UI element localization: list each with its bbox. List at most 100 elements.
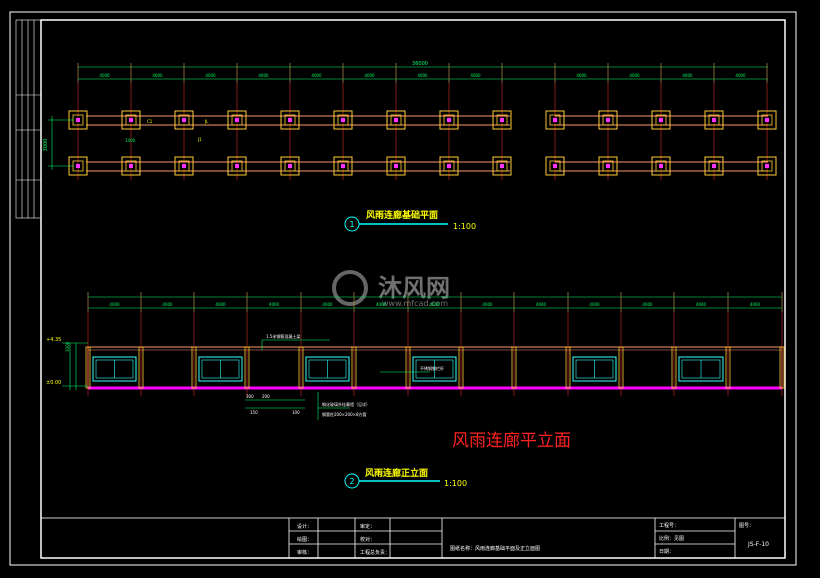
column-core [288, 164, 292, 168]
column-footing [121, 156, 141, 176]
column-base [708, 160, 720, 172]
elev-post [85, 346, 91, 389]
plan-spacing-label: 4000 [682, 73, 693, 78]
plan-spacing-label: 4000 [364, 73, 375, 78]
column-base [178, 160, 190, 172]
column-footing [545, 156, 565, 176]
column-footing [757, 110, 777, 130]
column-base [496, 114, 508, 126]
column-base [761, 160, 773, 172]
elev-dimension-chain [88, 296, 782, 309]
column-footing [174, 110, 194, 130]
column-base [602, 160, 614, 172]
elev-post [405, 346, 411, 389]
column-core [553, 118, 557, 122]
column-base [125, 160, 137, 172]
column-footing [333, 156, 353, 176]
column-core [659, 118, 663, 122]
elev-scale: 1:100 [444, 479, 467, 488]
column-core [341, 164, 345, 168]
plan-total-dim: 36000 [412, 61, 428, 67]
plan-spacing-label: 4000 [99, 73, 110, 78]
plan-spacing-label: 4000 [735, 73, 746, 78]
elev-dim-3: 200 [262, 394, 270, 399]
column-core [235, 164, 239, 168]
column-core [447, 118, 451, 122]
column-base [655, 160, 667, 172]
column-footing [174, 156, 194, 176]
column-base [655, 114, 667, 126]
column-base [761, 114, 773, 126]
tb-proofread: 校对： [360, 536, 375, 543]
column-base [178, 114, 190, 126]
glass-panel [92, 356, 137, 382]
title-block [40, 517, 786, 559]
binding-strip [15, 19, 42, 219]
elev-spacing-label: 4000 [642, 302, 653, 307]
plan-spacing-label: 4000 [258, 73, 269, 78]
column-footing [598, 110, 618, 130]
elev-post [779, 346, 785, 389]
column-base [231, 114, 243, 126]
column-footing [598, 156, 618, 176]
column-core [76, 118, 80, 122]
elev-title: 风雨连廊正立面 [365, 467, 428, 479]
elev-spacing-label: 4000 [750, 302, 761, 307]
tb-drawing: 绘图： [297, 536, 312, 543]
elev-spacing-label: 4000 [429, 302, 440, 307]
column-core [129, 164, 133, 168]
column-footing [439, 156, 459, 176]
elev-post [725, 346, 731, 389]
elev-level-dims [62, 342, 88, 390]
plan-spacing-label: 4000 [417, 73, 428, 78]
column-core [341, 118, 345, 122]
column-core [712, 164, 716, 168]
tb-check: 审核： [297, 549, 312, 556]
plan-title-group: 1 风雨连廊基础平面 1:100 [344, 209, 476, 232]
column-base [549, 160, 561, 172]
column-base [284, 160, 296, 172]
elev-post [244, 346, 250, 389]
elev-dim-5: 100 [292, 410, 300, 415]
column-core [553, 164, 557, 168]
column-footing [492, 110, 512, 130]
column-core [500, 164, 504, 168]
column-core [76, 164, 80, 168]
elev-note-2: 不锈钢钢栏杆 [420, 365, 444, 371]
elev-spacing-label: 4000 [536, 302, 547, 307]
elev-post [458, 346, 464, 389]
column-base [443, 114, 455, 126]
watermark-text: 沐风网 [378, 274, 450, 302]
plan-spacing-label: 4000 [311, 73, 322, 78]
outer-frame [9, 11, 797, 566]
plan-width-dim: 3000 [43, 139, 49, 152]
elev-post [191, 346, 197, 389]
plan-spacing-label: 4000 [629, 73, 640, 78]
column-core [182, 118, 186, 122]
tb-design: 设计： [297, 523, 312, 530]
elev-title-group: 2 风雨连廊正立面 1:100 [344, 467, 467, 489]
elev-dim-4: 150 [250, 410, 258, 415]
elev-spacing-label: 4000 [482, 302, 493, 307]
drawing-caption: 风雨连廊平立面 [452, 431, 571, 451]
column-core [606, 164, 610, 168]
elev-post [618, 346, 624, 389]
column-core [712, 118, 716, 122]
column-footing [492, 156, 512, 176]
elev-spacing-label: 4000 [162, 302, 173, 307]
glass-panel [572, 356, 617, 382]
elev-spacing-label: 4000 [109, 302, 120, 307]
elev-sub-dims [245, 399, 305, 409]
elev-level-top: +4.35 [46, 337, 61, 343]
elev-post [511, 346, 517, 389]
plan-spacing-label: 4000 [152, 73, 163, 78]
column-base [443, 160, 455, 172]
tb-scale: 比例：见图 [659, 535, 684, 542]
tb-review: 审定： [360, 523, 375, 530]
plan-spacing-label: 4000 [576, 73, 587, 78]
elev-level-ground: ±0.00 [46, 380, 61, 386]
column-base [337, 114, 349, 126]
glass-panel [198, 356, 243, 382]
column-base [284, 114, 296, 126]
